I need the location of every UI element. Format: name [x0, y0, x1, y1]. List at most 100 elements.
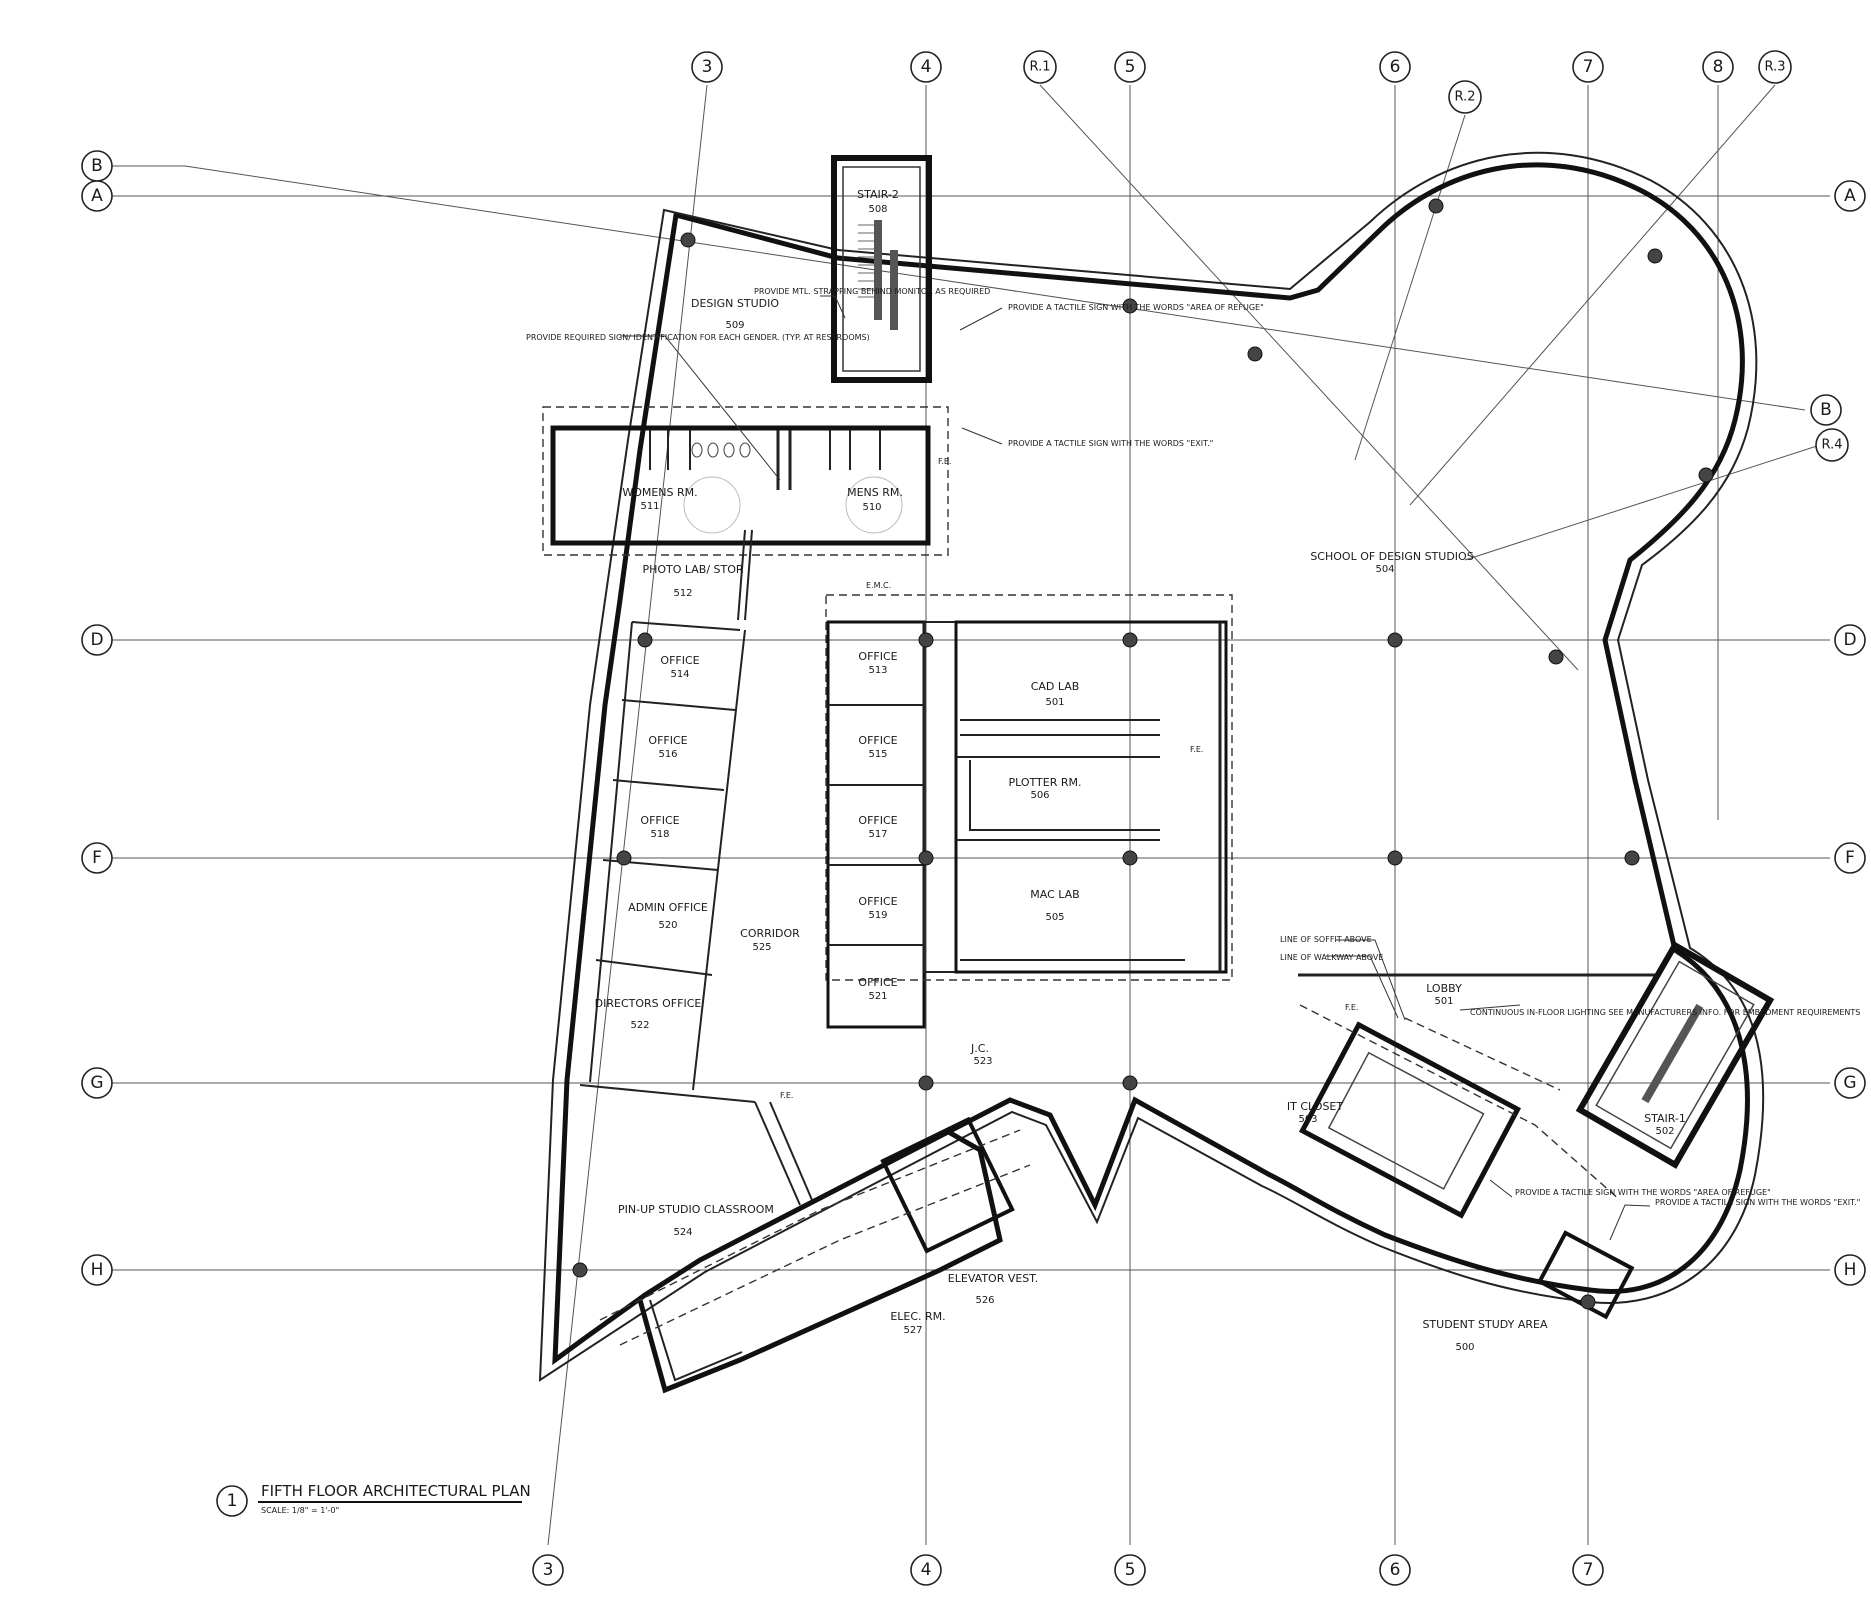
svg-text:F: F: [92, 848, 102, 868]
svg-text:7: 7: [1583, 57, 1594, 77]
east-block: [1298, 941, 1775, 1320]
svg-text:OFFICE: OFFICE: [648, 734, 687, 747]
svg-text:SCHOOL OF DESIGN STUDIOS: SCHOOL OF DESIGN STUDIOS: [1310, 550, 1473, 563]
room-label-photo-lab: PHOTO LAB/ STOR 512: [642, 563, 743, 599]
svg-text:503: 503: [1298, 1114, 1317, 1125]
note-soffit: LINE OF SOFFIT ABOVE: [1280, 935, 1372, 944]
svg-text:ADMIN OFFICE: ADMIN OFFICE: [628, 901, 708, 914]
room-label-elec-rm: ELEC. RM.527: [890, 1310, 945, 1336]
drawing-title: 1 FIFTH FLOOR ARCHITECTURAL PLAN SCALE: …: [216, 1482, 531, 1517]
grid-bubble-b-right: B: [1810, 394, 1842, 426]
svg-text:PHOTO LAB/ STOR: PHOTO LAB/ STOR: [642, 563, 743, 576]
restrooms: [542, 406, 949, 556]
svg-text:520: 520: [658, 920, 677, 931]
svg-text:PIN-UP STUDIO CLASSROOM: PIN-UP STUDIO CLASSROOM: [618, 1203, 774, 1216]
svg-text:STAIR-2: STAIR-2: [857, 188, 899, 201]
svg-text:8: 8: [1713, 57, 1724, 77]
grid-bubble-4-top: 4: [910, 51, 942, 83]
note-strapping: PROVIDE MTL. STRAPPING BEHIND MONITOR AS…: [754, 287, 990, 296]
svg-text:4: 4: [921, 1560, 932, 1580]
grid-bubble-7-bottom: 7: [1572, 1554, 1604, 1586]
svg-text:OFFICE: OFFICE: [858, 734, 897, 747]
svg-text:CAD LAB: CAD LAB: [1031, 680, 1080, 693]
svg-text:524: 524: [673, 1227, 692, 1238]
plan-notes: PROVIDE REQUIRED SIGN/ IDENTIFICATION FO…: [526, 287, 1860, 1207]
grid-bubble-4-bottom: 4: [910, 1554, 942, 1586]
columns: [572, 198, 1714, 1310]
grid-bubble-h-right: H: [1834, 1254, 1866, 1286]
svg-text:509: 509: [725, 320, 744, 331]
svg-text:512: 512: [673, 588, 692, 599]
room-label-office-516: OFFICE 516: [648, 734, 687, 760]
svg-text:WOMENS RM.: WOMENS RM.: [622, 486, 697, 499]
svg-text:OFFICE: OFFICE: [660, 654, 699, 667]
central-core: [825, 594, 1233, 1029]
svg-text:F: F: [1845, 848, 1855, 868]
grid-bubble-5-top: 5: [1114, 51, 1146, 83]
svg-text:6: 6: [1390, 1560, 1401, 1580]
note-lighting: CONTINUOUS IN-FLOOR LIGHTING SEE MANUFAC…: [1470, 1008, 1860, 1017]
svg-text:523: 523: [973, 1056, 992, 1067]
svg-text:D: D: [90, 630, 103, 650]
svg-text:ELEC. RM.: ELEC. RM.: [890, 1310, 945, 1323]
svg-text:G: G: [90, 1073, 103, 1093]
svg-text:OFFICE: OFFICE: [858, 976, 897, 989]
grid-bubble-r3-top: R.3: [1758, 50, 1792, 84]
svg-text:516: 516: [658, 749, 677, 760]
svg-text:MAC LAB: MAC LAB: [1030, 888, 1079, 901]
grid-bubble-f-left: F: [81, 842, 113, 874]
svg-text:3: 3: [543, 1560, 554, 1580]
svg-text:B: B: [91, 156, 103, 176]
svg-text:MENS RM.: MENS RM.: [847, 486, 903, 499]
grid-bubble-d-left: D: [81, 624, 113, 656]
grid-bubble-r2-top: R.2: [1448, 80, 1482, 114]
svg-text:510: 510: [862, 502, 881, 513]
svg-text:504: 504: [1375, 564, 1394, 575]
svg-text:DIRECTORS OFFICE: DIRECTORS OFFICE: [595, 997, 702, 1010]
grid-bubble-7-top: 7: [1572, 51, 1604, 83]
svg-text:505: 505: [1045, 912, 1064, 923]
grid-bubble-b-left: B: [81, 150, 113, 182]
grid-bubble-r4-right: R.4: [1815, 428, 1849, 462]
svg-text:OFFICE: OFFICE: [640, 814, 679, 827]
note-fe-3: F.E.: [1345, 1003, 1358, 1012]
svg-text:PLOTTER RM.: PLOTTER RM.: [1009, 776, 1082, 789]
svg-text:501: 501: [1434, 996, 1453, 1007]
svg-text:H: H: [1844, 1260, 1857, 1280]
room-label-office-514: OFFICE 514: [660, 654, 699, 680]
building-outline: [538, 151, 1765, 1382]
note-exit-sign: PROVIDE A TACTILE SIGN WITH THE WORDS "E…: [1008, 439, 1213, 448]
note-refuge-sign: PROVIDE A TACTILE SIGN WITH THE WORDS "A…: [1008, 303, 1264, 312]
note-emc: E.M.C.: [866, 581, 891, 590]
svg-text:511: 511: [640, 501, 659, 512]
grid-bubble-a-left: A: [81, 180, 113, 212]
svg-text:519: 519: [868, 910, 887, 921]
svg-text:G: G: [1843, 1073, 1856, 1093]
svg-text:514: 514: [670, 669, 689, 680]
south-west-block: [599, 1101, 1031, 1394]
svg-text:7: 7: [1583, 1560, 1594, 1580]
svg-text:6: 6: [1390, 57, 1401, 77]
grid-bubble-5-bottom: 5: [1114, 1554, 1146, 1586]
room-label-plotter-rm: PLOTTER RM.506: [1009, 776, 1082, 801]
note-fe-4: F.E.: [780, 1091, 793, 1100]
svg-text:H: H: [91, 1260, 104, 1280]
stair-2: [831, 155, 932, 383]
grid-bubble-3-bottom: 3: [532, 1554, 564, 1586]
svg-text:3: 3: [702, 57, 713, 77]
svg-text:506: 506: [1030, 790, 1049, 801]
svg-text:R.4: R.4: [1822, 438, 1843, 453]
note-fe-2: F.E.: [1190, 745, 1203, 754]
svg-text:OFFICE: OFFICE: [858, 650, 897, 663]
leader-lines: [620, 295, 1651, 1241]
grid-bubble-a-right: A: [1834, 180, 1866, 212]
